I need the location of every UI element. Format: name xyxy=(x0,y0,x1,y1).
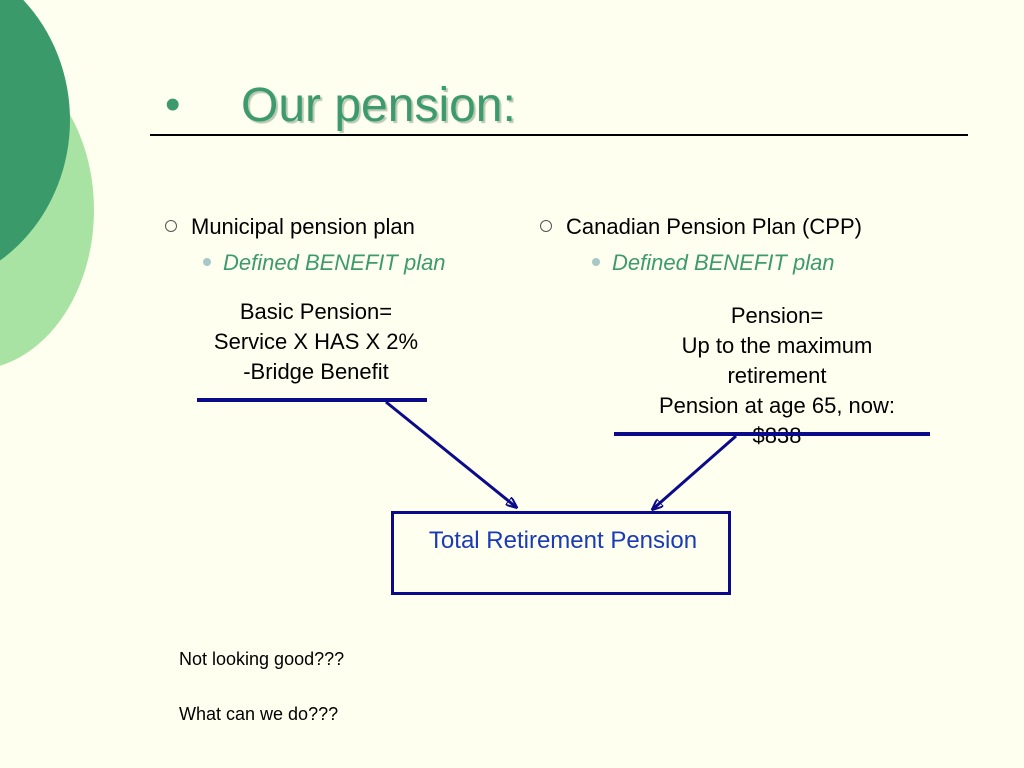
note-line-2: What can we do??? xyxy=(179,704,339,724)
left-heading-text: Municipal pension plan xyxy=(191,214,415,239)
right-arrow-icon xyxy=(653,434,737,509)
left-arrow-icon xyxy=(385,400,516,507)
hollow-circle-icon xyxy=(165,220,177,233)
left-formula-line-3: -Bridge Benefit xyxy=(243,359,389,384)
right-formula: Pension= Up to the maximum retirement Pe… xyxy=(617,301,937,451)
right-formula-line-3: retirement xyxy=(727,363,827,388)
right-sub-item: Defined BENEFIT plan xyxy=(592,250,835,276)
right-sub-text: Defined BENEFIT plan xyxy=(612,250,835,275)
total-pension-box xyxy=(391,511,731,595)
filled-dot-icon xyxy=(203,258,211,267)
title-bullet-icon: • xyxy=(165,80,181,129)
slide-title: Our pension: xyxy=(241,79,516,132)
note-line-1: Not looking good??? xyxy=(179,649,345,669)
left-formula-line-1: Basic Pension= xyxy=(239,299,393,324)
right-formula-line-4: Pension at age 65, now: xyxy=(658,393,896,418)
left-sub-item: Defined BENEFIT plan xyxy=(203,250,446,276)
total-pension-label: Total Retirement Pension xyxy=(428,527,698,554)
left-heading-item: Municipal pension plan xyxy=(165,214,415,240)
left-sub-text: Defined BENEFIT plan xyxy=(223,250,446,275)
left-formula-line-2: Service X HAS X 2% xyxy=(213,329,419,354)
left-formula: Basic Pension= Service X HAS X 2% -Bridg… xyxy=(186,297,446,387)
right-heading-item: Canadian Pension Plan (CPP) xyxy=(540,214,862,240)
hollow-circle-icon xyxy=(540,220,552,233)
filled-dot-icon xyxy=(592,258,600,267)
right-formula-line-2: Up to the maximum xyxy=(681,333,873,358)
right-heading-text: Canadian Pension Plan (CPP) xyxy=(566,214,862,239)
title-underline xyxy=(150,134,968,136)
right-formula-line-1: Pension= xyxy=(730,303,824,328)
